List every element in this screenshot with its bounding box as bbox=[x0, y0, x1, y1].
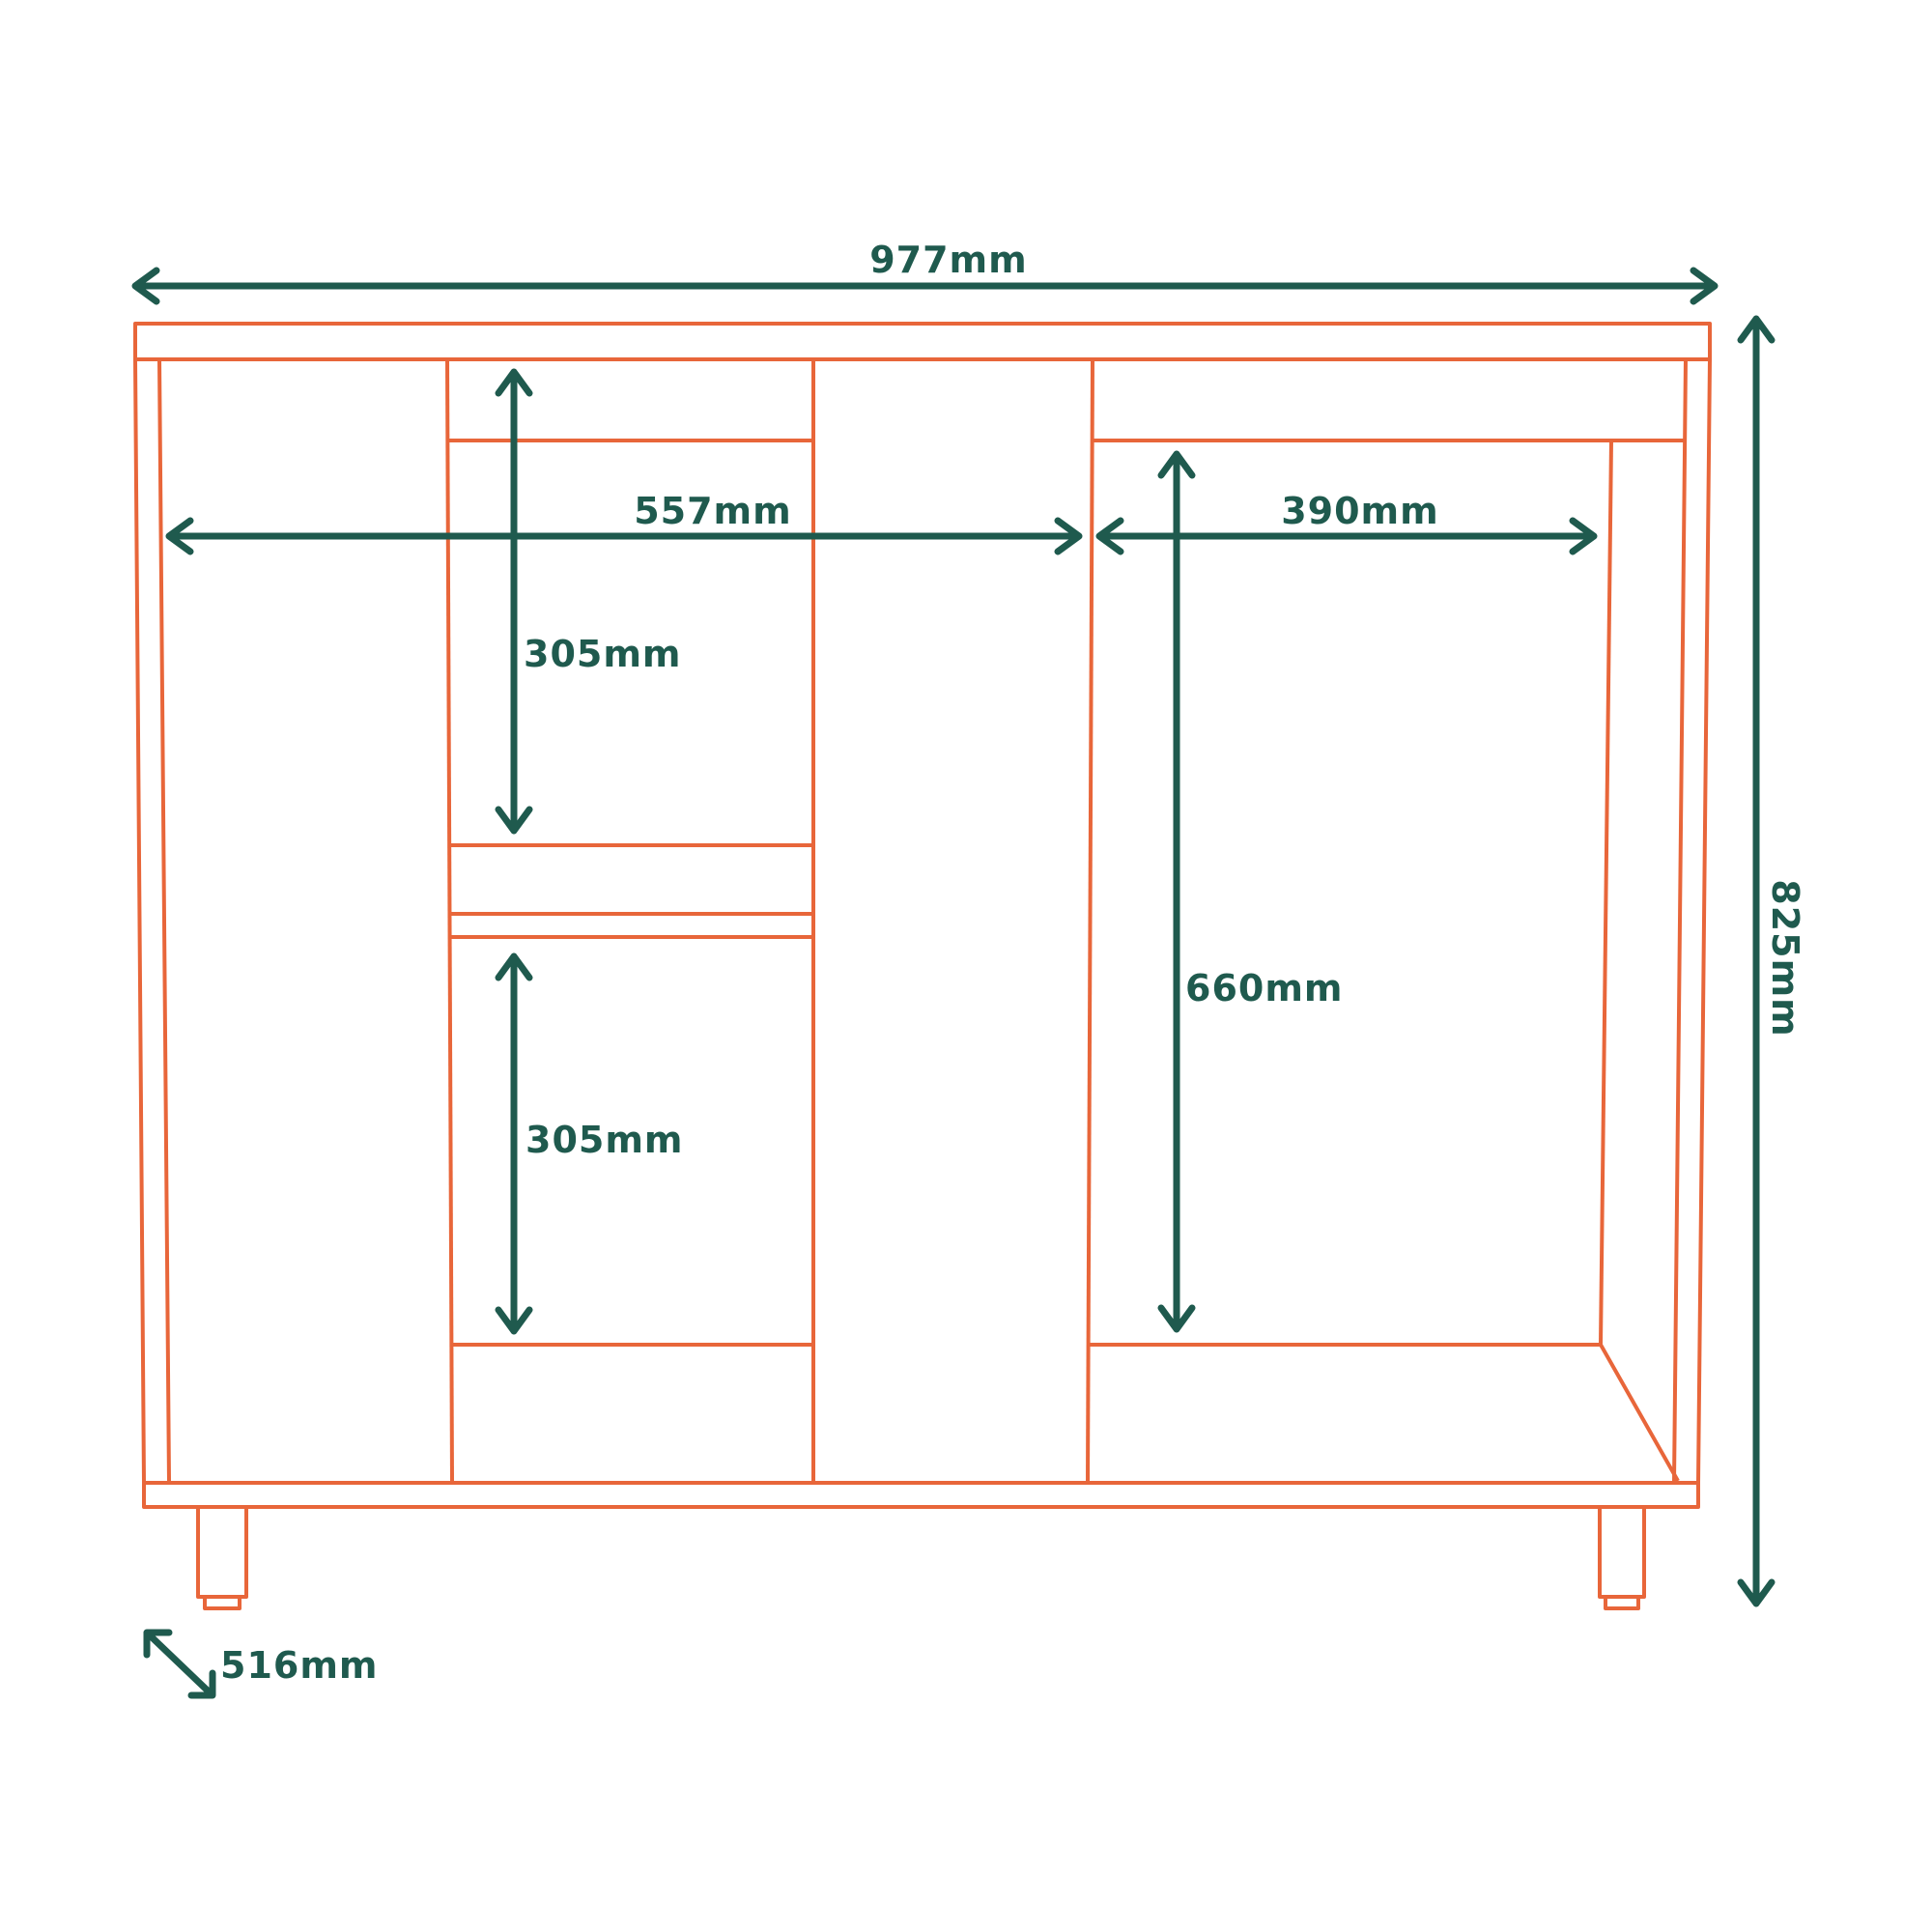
cabinet-left-side bbox=[133, 358, 171, 1484]
overall-height-label: 825mm bbox=[1764, 879, 1806, 1037]
overall-width-label: 977mm bbox=[869, 239, 1028, 281]
right-bay-width-label: 390mm bbox=[1281, 490, 1439, 532]
upper-shelf-height-label: 305mm bbox=[524, 633, 682, 675]
overall-width-arrow bbox=[131, 267, 1719, 305]
dimension-labels: 977mm 825mm 557mm 390mm 305mm 305mm 660m… bbox=[220, 239, 1806, 1687]
right-bay-height-label: 660mm bbox=[1185, 967, 1344, 1009]
center-divider bbox=[1086, 358, 1094, 1484]
cabinet-base-panel bbox=[142, 1481, 1700, 1509]
right-bay-width-arrow bbox=[1095, 517, 1598, 555]
cabinet-outline bbox=[133, 322, 1712, 1610]
cabinet-top-panel bbox=[133, 322, 1712, 361]
cabinet-right-side bbox=[1672, 358, 1712, 1484]
right-bay-back-edge bbox=[1599, 440, 1613, 1346]
cabinet-right-leg bbox=[1598, 1508, 1646, 1610]
overall-height-arrow bbox=[1737, 315, 1776, 1607]
shelf-middle-bottom bbox=[449, 912, 813, 939]
lower-shelf-height-arrow bbox=[495, 952, 533, 1335]
lower-shelf-height-label: 305mm bbox=[526, 1119, 684, 1161]
dimension-lines bbox=[131, 267, 1776, 1699]
upper-shelf-height-arrow bbox=[495, 368, 533, 835]
right-bay-height-arrow bbox=[1157, 450, 1196, 1333]
depth-arrow bbox=[143, 1629, 216, 1699]
depth-label: 516mm bbox=[220, 1644, 379, 1687]
left-bay-width-label: 557mm bbox=[634, 490, 792, 532]
cabinet-left-leg bbox=[196, 1508, 248, 1610]
left-bay-width-arrow bbox=[165, 517, 1083, 555]
right-bay-floor bbox=[1090, 1343, 1680, 1482]
left-door-divider bbox=[445, 358, 454, 1484]
